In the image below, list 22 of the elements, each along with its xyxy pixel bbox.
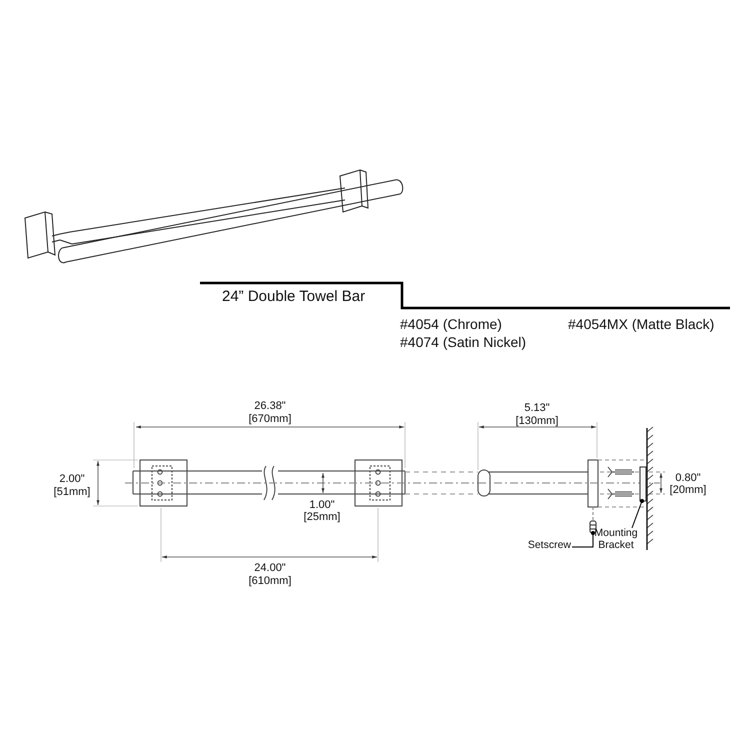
dimension-label: [130mm] bbox=[516, 415, 558, 428]
dimension-label: 0.80" bbox=[675, 472, 701, 484]
leader-line bbox=[632, 499, 644, 528]
mounting-bracket-drawing bbox=[640, 466, 646, 502]
callout-label: Setscrew bbox=[528, 540, 571, 552]
dimension-label: [25mm] bbox=[304, 511, 340, 524]
dimension-label: 26.38" bbox=[254, 400, 286, 412]
setscrew-drawing bbox=[590, 520, 596, 534]
dimension-label: 1.00" bbox=[309, 499, 335, 512]
leader-line bbox=[572, 531, 595, 548]
model-number: #4054 (Chrome) bbox=[400, 317, 502, 332]
dimension-label: 5.13" bbox=[524, 402, 550, 414]
dimension-label: [20mm] bbox=[670, 484, 706, 496]
dimension-label: 24.00" bbox=[254, 562, 286, 574]
dimension-label: [610mm] bbox=[248, 575, 292, 588]
model-number: #4054MX (Matte Black) bbox=[568, 317, 714, 332]
callout-label: Mounting Bracket bbox=[590, 528, 642, 552]
dimension-label: [670mm] bbox=[248, 413, 292, 426]
product-title: 24” Double Towel Bar bbox=[222, 289, 366, 306]
dimension-label: [51mm] bbox=[54, 486, 90, 498]
model-number: #4074 (Satin Nickel) bbox=[400, 335, 526, 350]
dimension-label: 2.00" bbox=[59, 473, 85, 486]
